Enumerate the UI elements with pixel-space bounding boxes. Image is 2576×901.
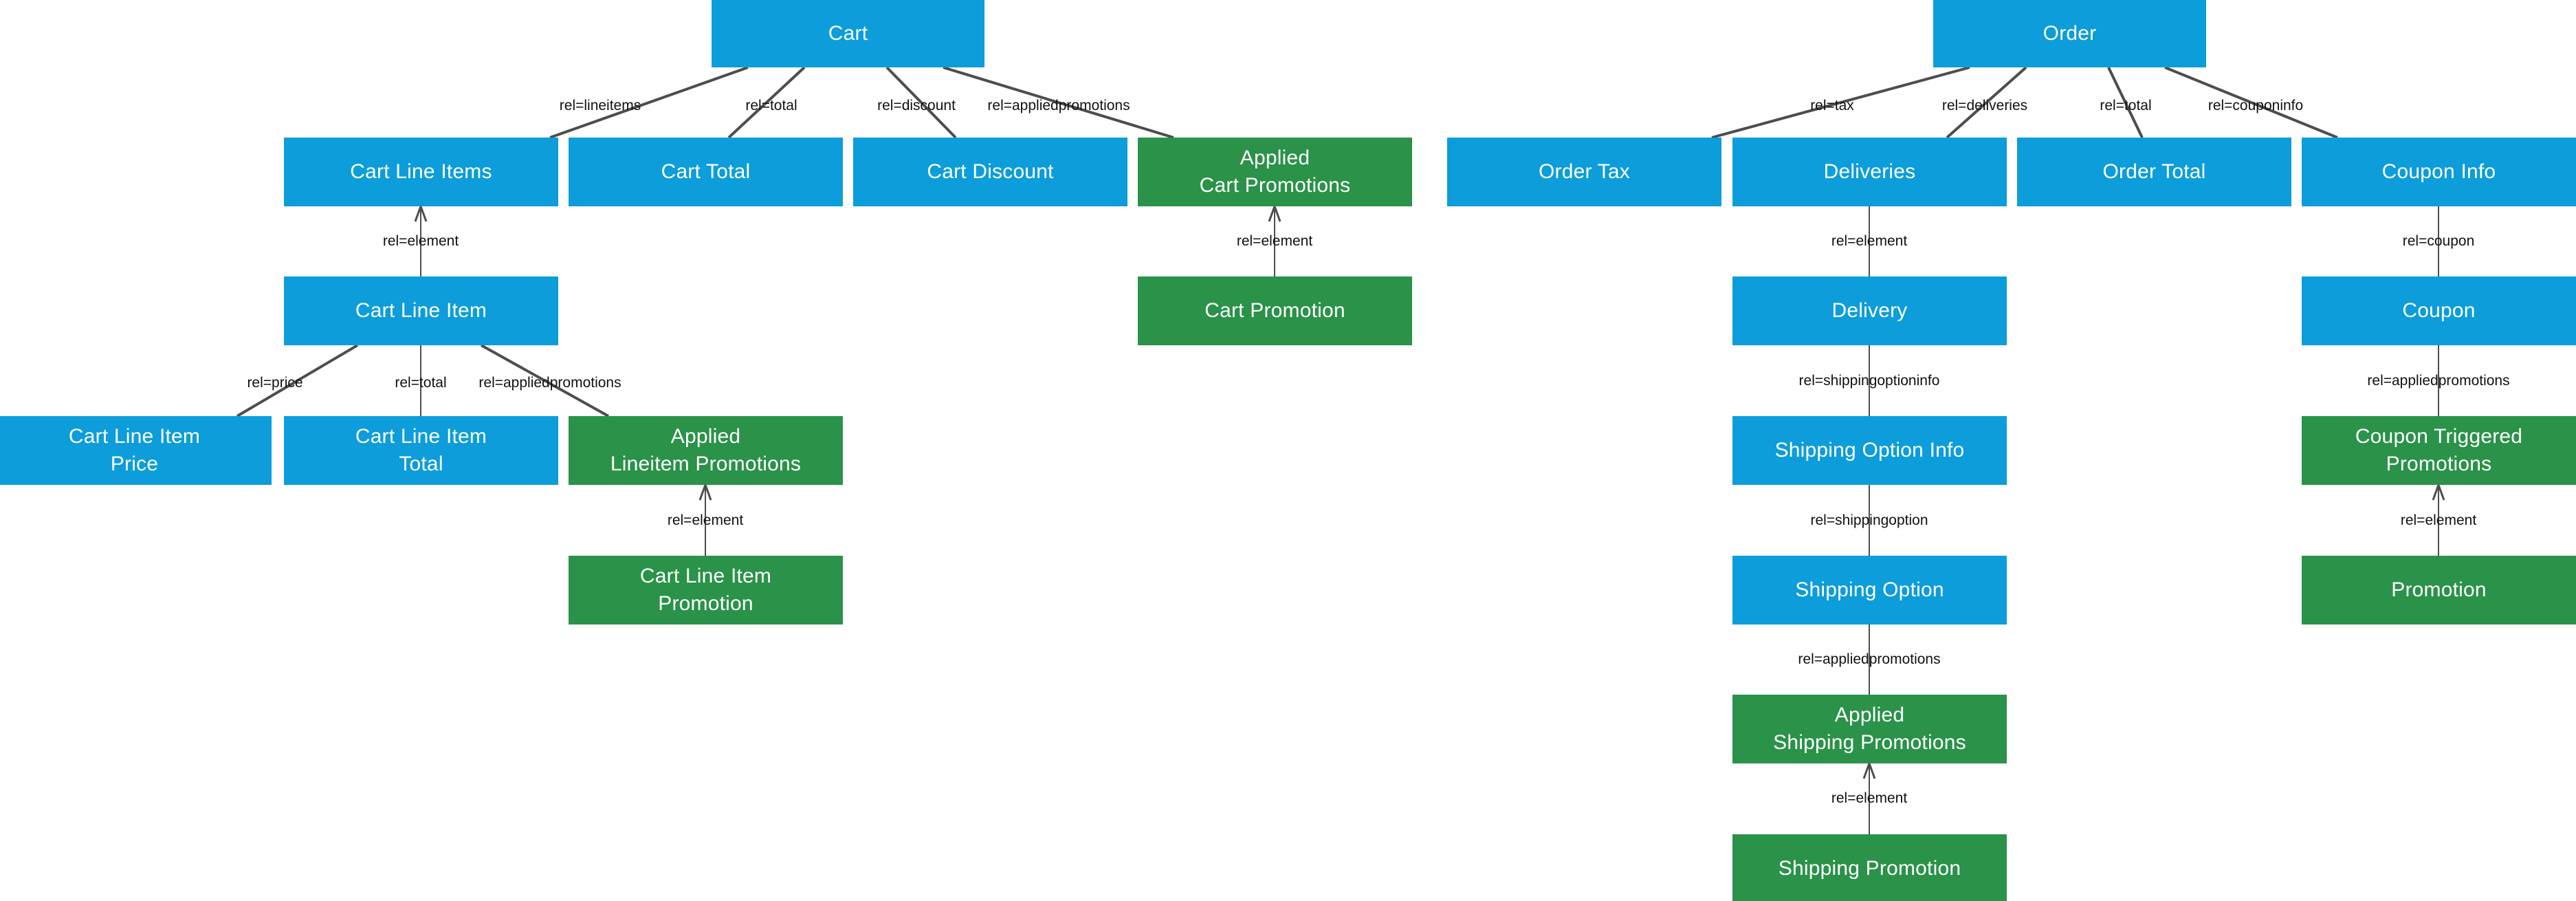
diagram-node-cart-line-item-total[interactable]: Cart Line Item Total: [284, 416, 558, 485]
diagram-node-label: Order: [2043, 22, 2097, 45]
diagram-node-cart-line-item[interactable]: Cart Line Item: [284, 276, 558, 345]
edge-arrowhead: [2432, 484, 2445, 501]
diagram-edge-label-e-cart-total: rel=total: [745, 98, 797, 113]
diagram-edge-label-e-clipromo-element: rel=element: [667, 512, 744, 528]
diagram-node-label: Coupon Triggered Promotions: [2355, 425, 2523, 475]
diagram-edge-label-e-order-couponinfo: rel=couponinfo: [2208, 98, 2304, 113]
diagram-node-label: Cart Line Item Promotion: [639, 565, 772, 615]
diagram-node-applied-lineitem-promotions[interactable]: Applied Lineitem Promotions: [569, 416, 843, 485]
diagram-node-applied-cart-promotions[interactable]: Applied Cart Promotions: [1138, 138, 1412, 206]
diagram-edge-label-e-order-tax: rel=tax: [1810, 98, 1854, 113]
diagram-node-label: Cart Line Item Price: [68, 425, 201, 475]
diagram-edge-label-e-coupon-coupon: rel=coupon: [2402, 233, 2475, 249]
diagram-node-label: Deliveries: [1823, 160, 1916, 184]
diagram-node-order[interactable]: Order: [1933, 0, 2206, 67]
diagram-node-shipping-option-info[interactable]: Shipping Option Info: [1732, 416, 2007, 485]
diagram-node-order-tax[interactable]: Order Tax: [1447, 138, 1721, 206]
diagram-node-label: Cart Total: [661, 160, 751, 184]
diagram-edge-label-e-so-shippingoption: rel=shippingoption: [1810, 512, 1928, 528]
diagram-edge-label-e-cli-appliedpromotions: rel=appliedpromotions: [478, 375, 621, 391]
diagram-node-order-total[interactable]: Order Total: [2017, 138, 2291, 206]
diagram-edge-label-e-soi-shippingoptioninfo: rel=shippingoptioninfo: [1798, 373, 1940, 389]
diagram-node-label: Applied Cart Promotions: [1199, 146, 1351, 197]
diagram-node-coupon-triggered-promotions[interactable]: Coupon Triggered Promotions: [2302, 416, 2576, 485]
diagram-node-label: Shipping Option: [1795, 578, 1944, 602]
edge-arrowhead: [698, 484, 712, 501]
diagram-node-cart-total[interactable]: Cart Total: [569, 138, 843, 206]
diagram-node-cart-line-item-promotion[interactable]: Cart Line Item Promotion: [569, 556, 843, 625]
diagram-edge-label-e-delivery-element: rel=element: [1831, 233, 1908, 249]
diagram-edge-label-e-order-total: rel=total: [2100, 98, 2152, 113]
edge-arrowhead: [1862, 763, 1876, 779]
diagram-edge-label-e-cli-element: rel=element: [382, 233, 459, 249]
diagram-node-shipping-option[interactable]: Shipping Option: [1732, 556, 2007, 625]
diagram-node-cart-line-item-price[interactable]: Cart Line Item Price: [0, 416, 272, 485]
diagram-edge-label-e-cli-total: rel=total: [395, 375, 447, 391]
diagram-node-label: Coupon: [2402, 299, 2476, 323]
diagram-node-label: Cart: [828, 22, 868, 45]
diagram-edge-label-e-ctp-appliedpromotions: rel=appliedpromotions: [2367, 373, 2510, 389]
diagram-node-shipping-promotion[interactable]: Shipping Promotion: [1732, 834, 2007, 901]
diagram-node-cart-discount[interactable]: Cart Discount: [853, 138, 1127, 206]
diagram-node-label: Cart Line Items: [350, 160, 492, 184]
diagram-node-label: Cart Promotion: [1204, 299, 1345, 323]
diagram-node-coupon-info[interactable]: Coupon Info: [2302, 138, 2576, 206]
diagram-edge-label-e-cart-lineitems: rel=lineitems: [559, 98, 641, 113]
diagram-node-label: Applied Shipping Promotions: [1773, 704, 1966, 754]
diagram-node-label: Promotion: [2391, 578, 2487, 602]
diagram-node-cart-promotion[interactable]: Cart Promotion: [1138, 276, 1412, 345]
diagram-node-label: Coupon Info: [2381, 160, 2496, 184]
diagram-node-promotion[interactable]: Promotion: [2302, 556, 2576, 625]
diagram-node-applied-shipping-promotions[interactable]: Applied Shipping Promotions: [1732, 695, 2007, 763]
diagram-edge-label-e-cart-discount: rel=discount: [877, 98, 956, 113]
diagram-edge-label-e-cart-appliedpromotions: rel=appliedpromotions: [987, 98, 1130, 113]
diagram-node-cart-line-items[interactable]: Cart Line Items: [284, 138, 558, 206]
diagram-node-coupon[interactable]: Coupon: [2302, 276, 2576, 345]
diagram-edge-label-e-shippromo-element: rel=element: [1831, 790, 1908, 806]
diagram-node-label: Cart Line Item: [355, 299, 487, 323]
edge-arrowhead: [414, 206, 428, 222]
diagram-node-label: Applied Lineitem Promotions: [610, 425, 802, 475]
diagram-node-label: Shipping Option Info: [1774, 439, 1965, 462]
edge-arrowhead: [1268, 206, 1281, 222]
diagram-node-label: Cart Discount: [927, 160, 1054, 184]
diagram-edge-label-e-asp-appliedpromotions: rel=appliedpromotions: [1798, 651, 1941, 667]
diagram-node-deliveries[interactable]: Deliveries: [1732, 138, 2007, 206]
diagram-edge-label-e-promotion-element: rel=element: [2400, 512, 2477, 528]
diagram-node-cart[interactable]: Cart: [712, 0, 984, 67]
diagram-node-label: Delivery: [1831, 299, 1908, 323]
diagram-node-label: Order Total: [2102, 160, 2206, 184]
diagram-edge-label-e-cartpromo-element: rel=element: [1236, 233, 1313, 249]
diagram-edge-label-e-order-deliveries: rel=deliveries: [1941, 98, 2028, 113]
diagram-node-label: Order Tax: [1539, 160, 1630, 184]
diagram-node-label: Shipping Promotion: [1778, 857, 1961, 880]
diagram-edge-label-e-cli-price: rel=price: [247, 375, 303, 391]
diagram-node-delivery[interactable]: Delivery: [1732, 276, 2007, 345]
diagram-node-label: Cart Line Item Total: [355, 425, 487, 475]
